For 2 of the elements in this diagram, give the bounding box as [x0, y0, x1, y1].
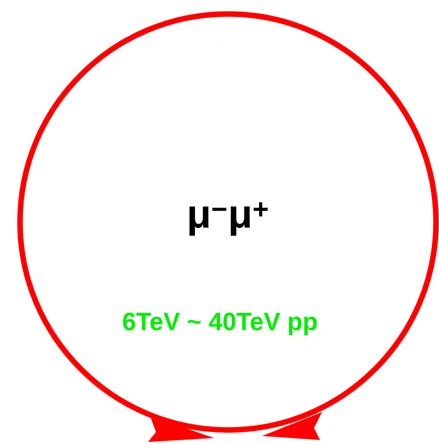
energy-label: 6TeV ~ 40TeV pp — [123, 312, 317, 336]
particle-label: μ$^{−}$μ$^{+}$ — [189, 202, 268, 236]
